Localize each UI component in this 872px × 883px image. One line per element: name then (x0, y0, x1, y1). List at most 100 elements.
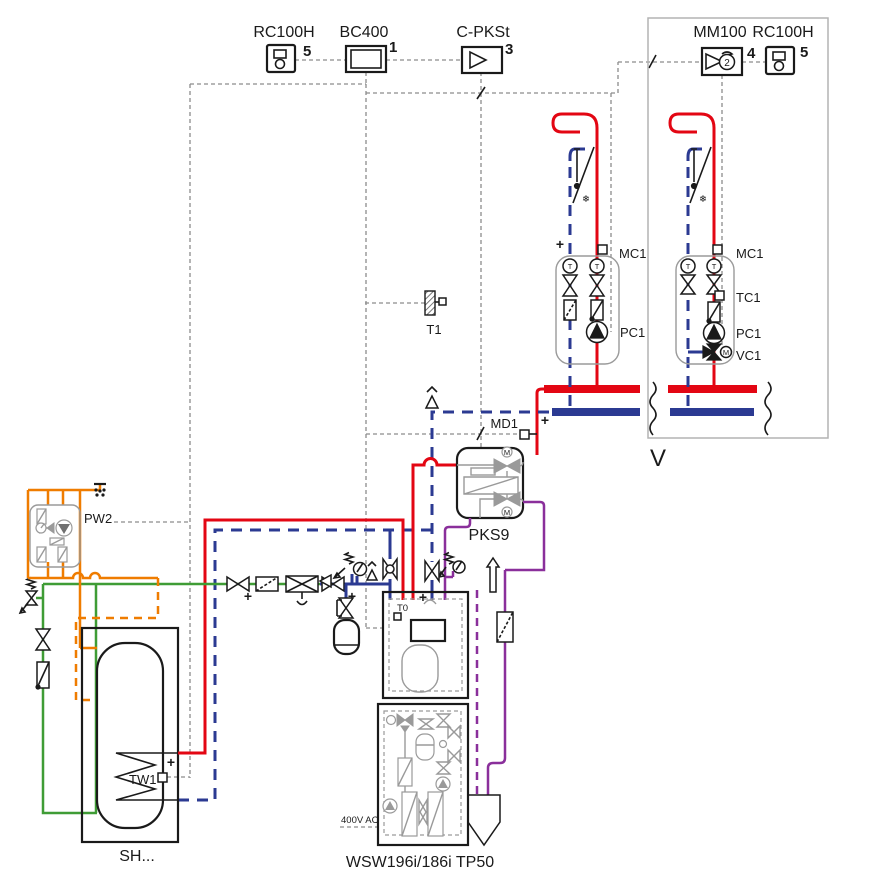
md1-connector (519, 429, 530, 440)
outdoor-sensor-icon (424, 290, 436, 316)
mm100-label: MM100 (693, 24, 746, 41)
plus-mark: + (167, 754, 175, 770)
pks9-station: M M PKS9 (455, 446, 525, 544)
mc1-label: MC1 (619, 246, 646, 261)
svg-text:M: M (504, 448, 510, 457)
safety-valve-icon (18, 576, 39, 615)
vc1-label: VC1 (736, 348, 761, 363)
temp-gauge: T T (562, 258, 605, 274)
rc100h-label: RC100H (253, 24, 314, 41)
valve-icon (561, 274, 579, 297)
plus-mark: + (419, 589, 427, 605)
limiter-slash (689, 146, 712, 204)
valve-icon (34, 628, 52, 651)
spring-safety-icon (442, 551, 456, 565)
plus-mark: + (244, 588, 252, 604)
md1-cross-slash (476, 426, 485, 441)
valve-icon (705, 274, 723, 295)
tw1-label: TW1 (129, 772, 156, 787)
panel-entry-slash (648, 54, 657, 69)
position-number: 3 (505, 41, 513, 58)
pump-icon (55, 519, 73, 537)
heating-circuit-2: ❄ T T M MC1 TC1 PC1 VC1 (668, 112, 763, 410)
power-label: 400V AC (341, 815, 379, 826)
triangle-icon (705, 52, 724, 71)
internal-tank (401, 644, 439, 693)
internal-hydraulics (382, 713, 461, 837)
mc1-label: MC1 (736, 246, 763, 261)
svg-text:T: T (595, 262, 600, 271)
pc1-label: PC1 (736, 326, 761, 341)
tc1-connector (714, 290, 725, 301)
bc400-label: BC400 (340, 24, 389, 41)
mixing-valve-vc1: M (702, 343, 733, 361)
heat-pump-label: WSW196i/186i TP50 (346, 854, 494, 871)
c-pkst-label: C-PKSt (456, 24, 510, 41)
return-valve-icon (424, 558, 440, 584)
pressure-gauge-icon (452, 560, 466, 574)
heat-pump-unit: T0 400V AC WSW196i/186i TP50 (341, 590, 494, 871)
mc1-connector (597, 244, 608, 255)
air-vent-icon (365, 560, 379, 581)
regulating-valve-icon (706, 301, 721, 324)
spring-safety-icon (342, 551, 356, 565)
safety-valve-group (437, 551, 466, 579)
rc100h-label: RC100H (752, 24, 813, 41)
boiler-safety-group: + (318, 551, 368, 604)
tank-label: SH... (119, 848, 155, 865)
air-vent-icon (424, 385, 440, 409)
svg-text:T: T (686, 262, 691, 271)
temp-gauge: T T (680, 258, 722, 274)
plus-mark: + (556, 236, 564, 252)
controller-bc400: BC400 1 (340, 24, 397, 74)
limiter-slash (572, 146, 595, 204)
controller-mm100: MM100 2 4 (693, 24, 756, 77)
diverter-valve-bottom: M (493, 491, 521, 518)
controller-rc100h-left: RC100H 5 (253, 24, 315, 74)
air-separator-icon (485, 556, 501, 593)
bus-cross-slash (476, 86, 486, 100)
t0-connector (393, 612, 402, 621)
plus-mark: + (541, 412, 549, 428)
discharge-funnel-icon (318, 573, 332, 589)
pks9-label: PKS9 (469, 527, 510, 544)
valve-icon (588, 274, 606, 297)
pipe-break-squiggle (764, 381, 772, 436)
stor age-tank: + TW1 SH... (80, 626, 205, 865)
t1-sensor: T1 (424, 290, 447, 337)
pump-pc1 (702, 321, 726, 345)
mixer-dial-icon (718, 53, 736, 71)
t0-label: T0 (397, 603, 408, 614)
dhw-group: PW2 (26, 482, 160, 702)
position-number: 1 (389, 39, 397, 56)
expansion-vessel (332, 584, 361, 656)
tc1-label: TC1 (736, 290, 761, 305)
svg-text:T: T (712, 262, 717, 271)
position-number: 5 (303, 43, 311, 60)
regulating-valve-icon (35, 661, 50, 690)
svg-text:T: T (568, 262, 573, 271)
drain-funnel-icon (467, 794, 501, 847)
controller-rc100h-panel: RC100H 5 (752, 24, 814, 76)
pressure-gauge-icon (352, 561, 368, 577)
md1-label: MD1 (491, 416, 518, 431)
coil-heat-exchanger (113, 752, 178, 801)
position-number: 5 (800, 44, 808, 61)
plus-mark: + (348, 588, 356, 604)
hmi-display (409, 618, 447, 643)
heat-exchanger-icon (463, 476, 519, 495)
shower-icon (94, 482, 106, 497)
diverter-valve-top: M (493, 446, 521, 474)
triangle-icon (469, 50, 488, 70)
t1-label: T1 (426, 322, 441, 337)
controller-c-pkst: C-PKSt 3 (456, 24, 513, 75)
zone-panel-v: V (647, 17, 829, 472)
tw1-connector (157, 772, 168, 783)
shutoff-valve-icon (226, 575, 250, 593)
svg-text:M: M (504, 508, 510, 517)
pipe-break-squiggle (649, 381, 657, 436)
svg-text:M: M (723, 348, 729, 357)
thermometer-icon (574, 148, 580, 182)
